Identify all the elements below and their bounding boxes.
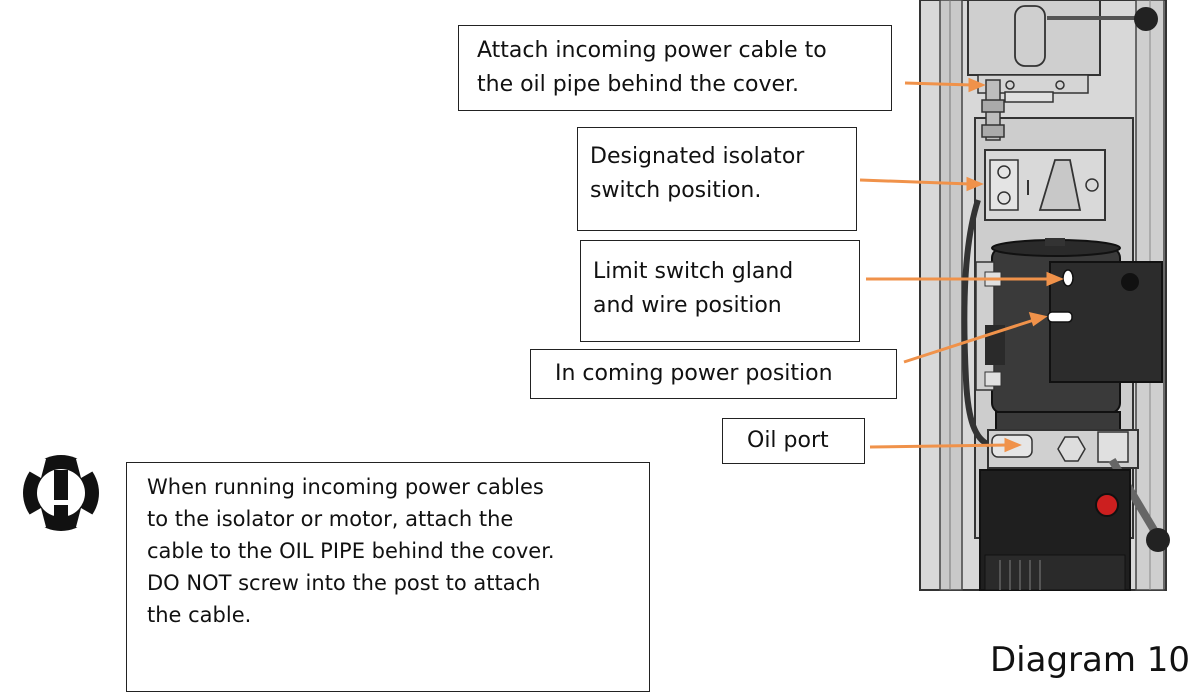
callout-isolator-line-1: Designated isolator (590, 144, 805, 169)
top-cover (967, 0, 1101, 76)
arrow-oil-port (869, 443, 1009, 449)
post-inner-left (939, 0, 963, 591)
callout-isolator-line-2: switch position. (590, 178, 762, 203)
callout-power-cable: Attach incoming power cable to the oil p… (458, 25, 892, 111)
red-button (1095, 493, 1119, 517)
arrow-isolator (859, 178, 971, 186)
callout-incoming-power: In coming power position (530, 349, 897, 399)
callout-power-cable-line-2: the oil pipe behind the cover. (477, 72, 800, 97)
warning-line-5: the cable. (147, 603, 252, 627)
warning-line-1: When running incoming power cables (147, 475, 544, 499)
arrow-power-cable (904, 81, 973, 87)
callout-power-cable-line-1: Attach incoming power cable to (477, 38, 827, 63)
lift-post-illustration (20, 0, 1170, 591)
lever-knob-top (1134, 7, 1158, 31)
limit-switch-gland (1062, 269, 1074, 287)
diagram-label: Diagram 10 (990, 640, 1190, 680)
callout-limit-switch: Limit switch gland and wire position (580, 240, 860, 342)
incoming-power-gland (1047, 311, 1073, 323)
warning-hazard-icon (20, 454, 102, 532)
power-cable (961, 199, 992, 448)
arrow-incoming-power (903, 318, 1035, 364)
callout-limit-switch-line-1: Limit switch gland (593, 259, 794, 284)
warning-line-3: cable to the OIL PIPE behind the cover. (147, 539, 555, 563)
callout-limit-switch-line-2: and wire position (593, 293, 782, 318)
callout-arrows (859, 77, 1064, 453)
callout-isolator: Designated isolator switch position. (577, 127, 857, 231)
warning-line-2: to the isolator or motor, attach the (147, 507, 514, 531)
callout-oil-port-text: Oil port (747, 428, 829, 453)
callout-oil-port: Oil port (722, 418, 865, 464)
callout-incoming-power-text: In coming power position (555, 361, 833, 386)
warning-box: When running incoming power cables to th… (126, 462, 650, 692)
lever-knob-bottom (1146, 528, 1170, 552)
warning-line-4: DO NOT screw into the post to attach (147, 571, 541, 595)
